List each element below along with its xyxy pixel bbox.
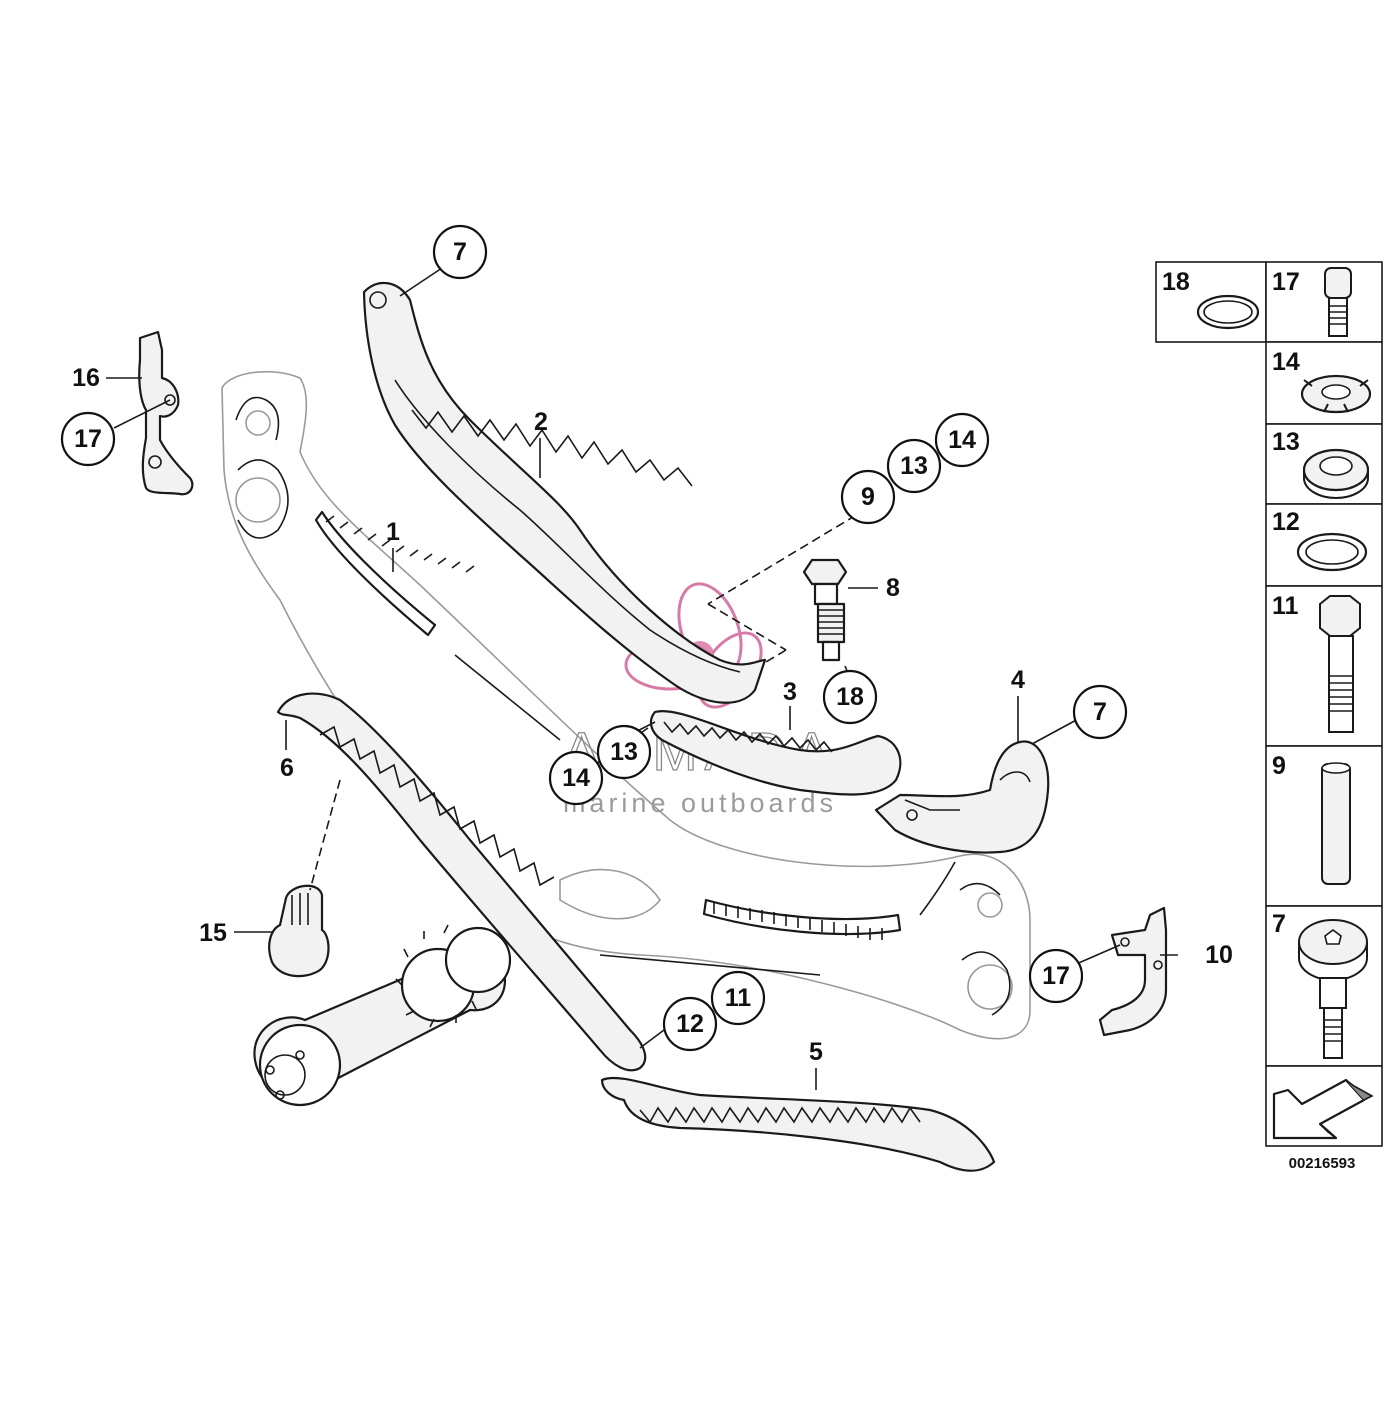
- callouts: 7 9 13 14 18 7 13 14: [60, 224, 1128, 1052]
- svg-text:14: 14: [1272, 348, 1300, 376]
- legend-cell-13: 13: [1265, 423, 1383, 505]
- hardware-legend: 18 17 14: [1155, 261, 1383, 1172]
- svg-text:7: 7: [1272, 910, 1286, 938]
- label-1: 1: [386, 518, 400, 546]
- sealing-ring-icon: [1296, 532, 1368, 572]
- part-2-guide-rail: [362, 282, 767, 704]
- svg-text:17: 17: [1042, 962, 1070, 990]
- callout-7-top: 7: [432, 224, 488, 280]
- part-5-guide-rail-bottom: [600, 1076, 996, 1172]
- svg-text:17: 17: [1272, 268, 1300, 296]
- svg-text:9: 9: [1272, 752, 1286, 780]
- svg-text:14: 14: [948, 426, 976, 454]
- part-4-tensioner-arm: [874, 740, 1050, 854]
- lock-washer-icon: [1300, 374, 1372, 414]
- part-3-tensioner-rail: [649, 710, 902, 796]
- dowel-pin-icon: [1321, 762, 1351, 885]
- svg-text:13: 13: [1272, 428, 1300, 456]
- legend-cell-14: 14: [1265, 341, 1383, 425]
- flat-washer-icon: [1302, 448, 1370, 499]
- part-10-bracket: [1098, 906, 1168, 1037]
- label-2: 2: [534, 408, 548, 436]
- callout-13-mid: 13: [596, 724, 652, 780]
- legend-cell-arrow: [1265, 1065, 1383, 1147]
- callout-17-right: 17: [1028, 948, 1084, 1004]
- legend-cell-12: 12: [1265, 503, 1383, 587]
- svg-text:11: 11: [1272, 592, 1299, 620]
- part-8-bolt: [802, 558, 848, 662]
- label-4: 4: [1011, 666, 1025, 694]
- part-1-chain-lower: [702, 898, 902, 940]
- legend-cell-17: 17: [1265, 261, 1383, 343]
- callout-14-mid: 14: [548, 750, 604, 806]
- label-3: 3: [783, 678, 797, 706]
- svg-text:12: 12: [676, 1010, 704, 1038]
- o-ring-icon: [1196, 294, 1260, 330]
- legend-cell-7: 7: [1265, 905, 1383, 1067]
- label-5: 5: [809, 1038, 823, 1066]
- callout-18: 18: [822, 669, 878, 725]
- callout-7-right: 7: [1072, 684, 1128, 740]
- part-labels: 16 2 1 8 3 4 6 15 10 5: [72, 364, 1233, 1066]
- callout-14-top: 14: [934, 412, 990, 468]
- label-16: 16: [72, 364, 100, 392]
- part-15-chain-tensioner: [268, 884, 330, 978]
- legend-cell-9: 9: [1265, 745, 1383, 907]
- label-8: 8: [886, 574, 900, 602]
- part-1-chain-upper: [314, 510, 475, 637]
- label-15: 15: [199, 919, 227, 947]
- svg-text:11: 11: [725, 984, 752, 1012]
- callout-12: 12: [662, 996, 718, 1052]
- svg-text:12: 12: [1272, 508, 1300, 536]
- direction-arrow-icon: [1272, 1078, 1374, 1140]
- svg-text:17: 17: [74, 425, 102, 453]
- callout-13-top: 13: [886, 438, 942, 494]
- torx-collar-bolt-icon: [1298, 919, 1368, 1059]
- torx-bolt-icon: [1324, 267, 1352, 337]
- callout-9: 9: [840, 469, 896, 525]
- part-6-guide-rail-long: [276, 692, 647, 1072]
- legend-cell-18: 18: [1155, 261, 1267, 343]
- svg-text:18: 18: [836, 683, 864, 711]
- label-10: 10: [1205, 941, 1233, 969]
- svg-text:18: 18: [1162, 268, 1190, 296]
- callout-17-left: 17: [60, 411, 116, 467]
- svg-text:13: 13: [900, 452, 928, 480]
- svg-text:14: 14: [562, 764, 590, 792]
- crankshaft-sprocket-assembly: [253, 924, 512, 1107]
- callout-11: 11: [710, 970, 766, 1026]
- watermark-tagline: marine outboards: [563, 788, 837, 818]
- svg-text:9: 9: [861, 483, 875, 511]
- svg-text:7: 7: [1093, 698, 1107, 726]
- legend-cell-11: 11: [1265, 585, 1383, 747]
- label-6: 6: [280, 754, 294, 782]
- svg-text:13: 13: [610, 738, 638, 766]
- socket-bolt-icon: [1319, 595, 1361, 733]
- part-16-bracket: [138, 330, 194, 496]
- svg-text:7: 7: [453, 238, 467, 266]
- diagram-reference-number: 00216593: [1289, 1155, 1356, 1172]
